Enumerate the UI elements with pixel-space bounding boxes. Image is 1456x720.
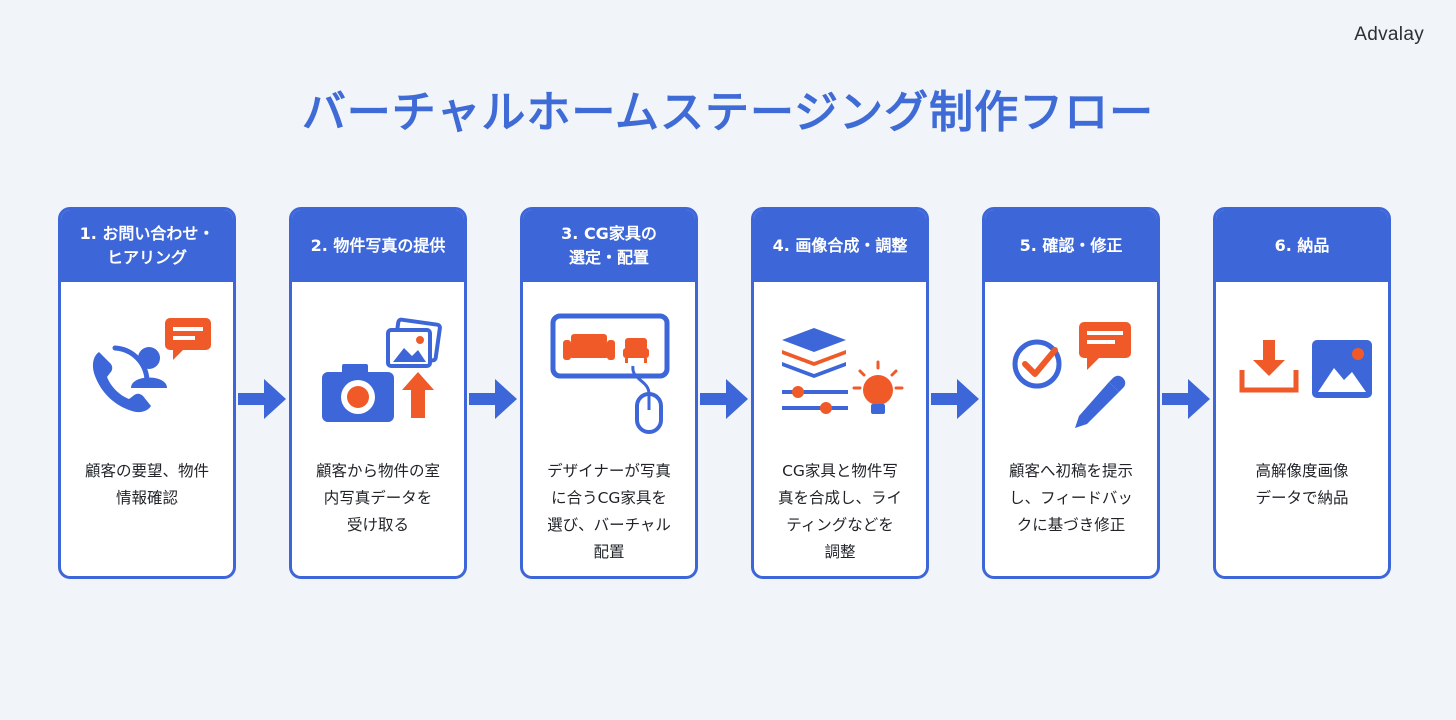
- step-description-4: CG家具と物件写 真を合成し、ライ ティングなどを 調整: [777, 462, 902, 561]
- step-description-5: 顧客へ初稿を提示 し、フィードバッ クに基づき修正: [1008, 462, 1133, 534]
- step-description-1: 顧客の要望、物件 情報確認: [84, 462, 209, 507]
- step-card-2: 2. 物件写真の提供 顧客から物件の室 内写真データを 受け取る: [289, 207, 467, 579]
- phone-consultation-icon: [92, 318, 211, 413]
- step-description-6: 高解像度画像 データで納品: [1255, 462, 1349, 507]
- camera-upload-icon: [322, 317, 442, 422]
- brand-logo: Advalay: [1354, 24, 1424, 45]
- arrow-icon: [1162, 377, 1212, 421]
- step-heading-3: 3. CG家具の 選定・配置: [523, 210, 695, 282]
- step-heading-5: 5. 確認・修正: [985, 210, 1157, 282]
- step-card-6: 6. 納品 高解像度画像 データで納品: [1213, 207, 1391, 579]
- tablet-furniture-icon: [550, 313, 670, 434]
- step-heading-1: 1. お問い合わせ・ ヒアリング: [61, 210, 233, 282]
- step-card-5: 5. 確認・修正 顧客へ初稿を提示 し、フィードバッ クに基づき修正: [982, 207, 1160, 579]
- step-card-1: 1. お問い合わせ・ ヒアリング 顧客の要望、物件 情報確認: [58, 207, 236, 579]
- download-image-icon: [1239, 340, 1372, 398]
- step-heading-2: 2. 物件写真の提供: [292, 210, 464, 282]
- step-heading-6: 6. 納品: [1216, 210, 1388, 282]
- step-card-4: 4. 画像合成・調整 CG家具と物件写 真を合成し、ライ ティングなどを 調整: [751, 207, 929, 579]
- arrow-icon: [700, 377, 750, 421]
- arrow-icon: [238, 377, 288, 421]
- step-heading-4: 4. 画像合成・調整: [754, 210, 926, 282]
- page-title: バーチャルホームステージング制作フロー: [301, 87, 1155, 138]
- arrow-icon: [931, 377, 981, 421]
- step-card-3: 3. CG家具の 選定・配置 デザイナーが写真 に合うCG家具を 選び、バーチャ…: [520, 207, 698, 579]
- step-description-3: デザイナーが写真 に合うCG家具を 選び、バーチャル 配置: [547, 462, 671, 561]
- review-edit-icon: [1012, 322, 1131, 428]
- arrow-icon: [469, 377, 519, 421]
- step-description-2: 顧客から物件の室 内写真データを 受け取る: [315, 462, 440, 534]
- layers-lighting-icon: [782, 328, 904, 414]
